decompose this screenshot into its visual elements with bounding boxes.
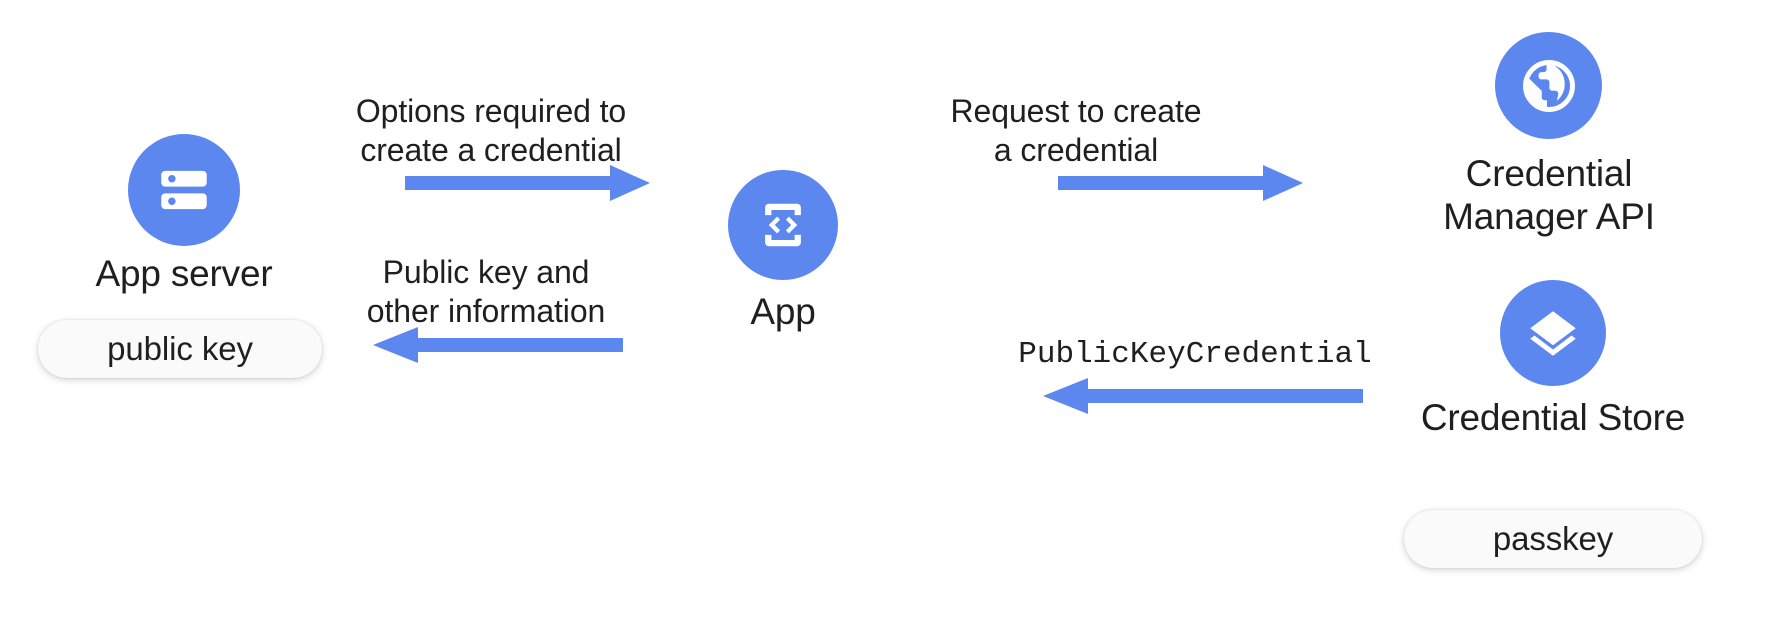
- node-credential-store-label: Credential Store: [1420, 397, 1686, 438]
- node-app-server-label: App server: [95, 253, 273, 294]
- pill-public-key: public key: [38, 320, 322, 378]
- pill-passkey: passkey: [1404, 510, 1702, 568]
- node-app-server-icon-circle: [128, 134, 240, 246]
- arrow-public-key-credential: [1043, 378, 1363, 414]
- arrow-label-options-required: Options required to create a credential: [355, 93, 627, 168]
- arrow-label-public-key-info: Public key and other information: [366, 254, 606, 329]
- server-icon: [153, 159, 215, 221]
- node-credential-manager-api-label: Credential Manager API: [1443, 153, 1655, 237]
- arrow-label-request-to-create: Request to create a credential: [950, 93, 1202, 168]
- arrow-request-to-create: [1058, 165, 1303, 201]
- node-credential-store-icon-circle: [1500, 280, 1606, 386]
- globe-icon: [1518, 55, 1580, 117]
- arrow-label-public-key-credential: PublicKeyCredential: [1018, 337, 1372, 372]
- arrow-options-required: [405, 165, 650, 201]
- arrow-public-key-info: [373, 327, 623, 363]
- node-app-label: App: [750, 291, 816, 332]
- node-credential-manager-api-icon-circle: [1495, 32, 1602, 139]
- code-device-icon: [754, 196, 812, 254]
- layers-icon: [1523, 303, 1583, 363]
- node-app-icon-circle: [728, 170, 838, 280]
